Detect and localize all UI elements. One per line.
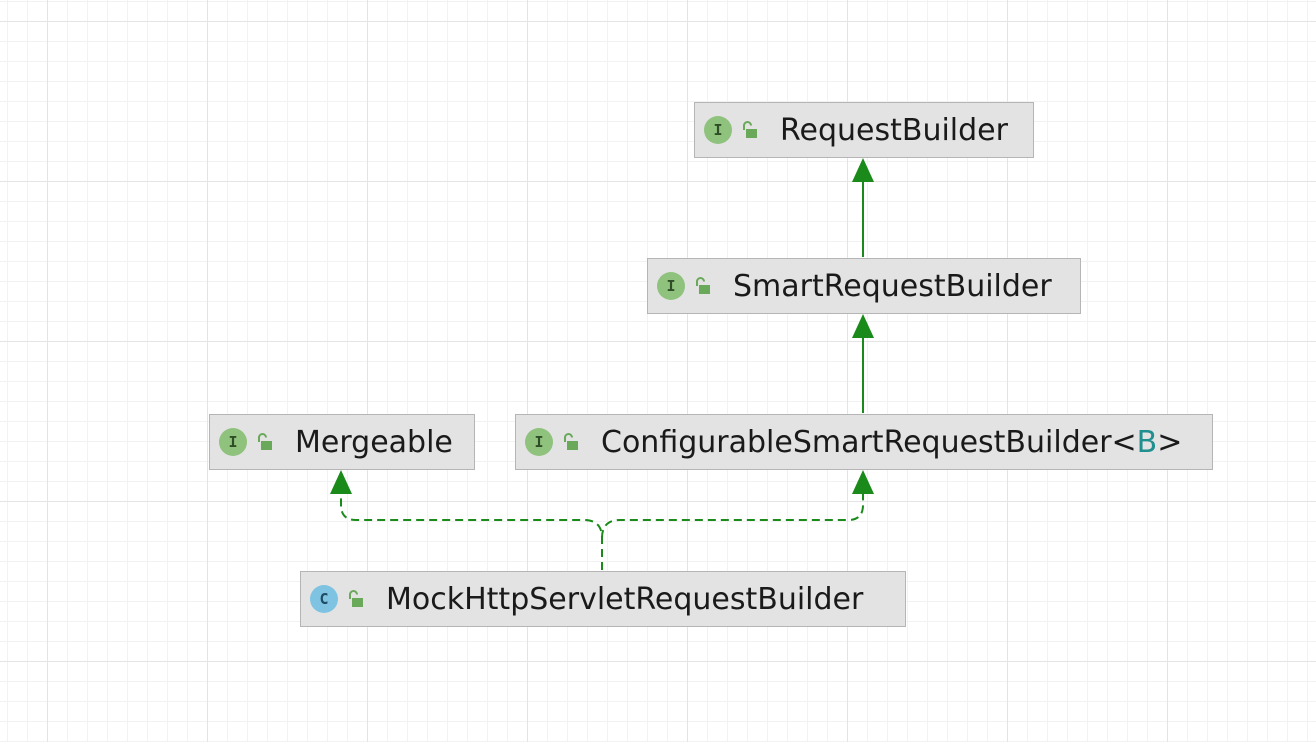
open-lock-icon	[696, 277, 710, 294]
node-label: ConfigurableSmartRequestBuilder<B>	[601, 425, 1182, 460]
type-parameter: B	[1136, 424, 1158, 460]
class-c-icon: C	[310, 585, 338, 613]
node-smart-request-builder[interactable]: I SmartRequestBuilder	[647, 258, 1081, 314]
node-mock-http-servlet-request-builder[interactable]: C MockHttpServletRequestBuilder	[300, 571, 906, 627]
edge-mock-to-configurable	[601, 492, 864, 539]
open-lock-icon	[564, 433, 578, 450]
node-request-builder[interactable]: I RequestBuilder	[694, 102, 1034, 158]
node-label: Mergeable	[295, 424, 453, 460]
open-lock-icon	[349, 590, 363, 607]
arrowhead-mergeable	[330, 470, 352, 494]
arrowhead-smart-request-builder	[852, 314, 874, 338]
node-label: MockHttpServletRequestBuilder	[386, 581, 864, 617]
generic-close-bracket: >	[1157, 424, 1183, 460]
arrowhead-configurable	[852, 470, 874, 494]
generic-open-bracket: <	[1111, 424, 1137, 460]
node-configurable-smart-request-builder[interactable]: I ConfigurableSmartRequestBuilder<B>	[515, 414, 1213, 470]
interface-i-icon: I	[525, 428, 553, 456]
open-lock-icon	[743, 121, 757, 138]
edge-mock-to-mergeable	[340, 492, 603, 570]
interface-i-icon: I	[219, 428, 247, 456]
node-mergeable[interactable]: I Mergeable	[209, 414, 475, 470]
interface-i-icon: I	[704, 116, 732, 144]
node-label-base: ConfigurableSmartRequestBuilder	[601, 424, 1112, 460]
node-label: RequestBuilder	[780, 112, 1008, 148]
open-lock-icon	[258, 433, 272, 450]
arrowhead-request-builder	[852, 158, 874, 182]
node-label: SmartRequestBuilder	[733, 268, 1052, 304]
interface-i-icon: I	[657, 272, 685, 300]
